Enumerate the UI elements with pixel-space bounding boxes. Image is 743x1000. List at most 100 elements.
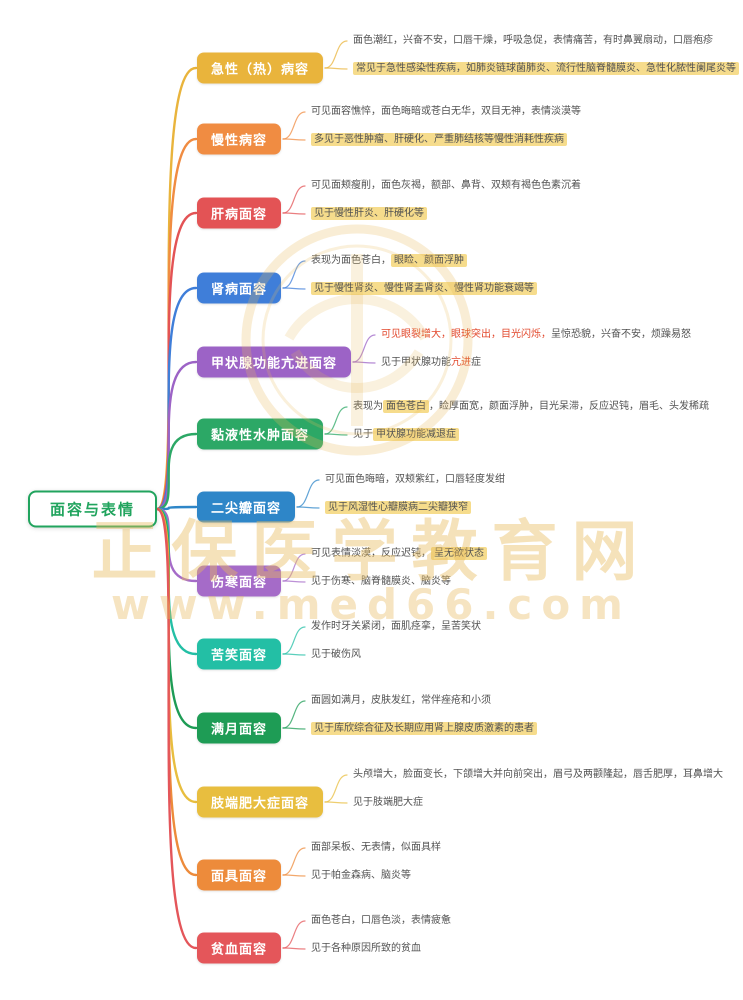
highlighted-text: 常见于急性感染性疾病，如肺炎链球菌肺炎、流行性脑脊髓膜炎、急性化脓性阑尾炎等	[353, 62, 739, 75]
branch-10-note-2[interactable]: 见于库欣综合征及长期应用肾上腺皮质激素的患者	[311, 721, 537, 737]
branch-1-note-1[interactable]: 面色潮红，兴奋不安，口唇干燥，呼吸急促，表情痛苦，有时鼻翼扇动，口唇疱疹	[353, 33, 713, 49]
branch-node-3[interactable]: 肝病面容	[197, 197, 282, 229]
highlighted-text: 见于库欣综合征及长期应用肾上腺皮质激素的患者	[311, 722, 537, 735]
branch-1-note-2[interactable]: 常见于急性感染性疾病，如肺炎链球菌肺炎、流行性脑脊髓膜炎、急性化脓性阑尾炎等	[353, 61, 739, 77]
branch-9-note-2[interactable]: 见于破伤风	[311, 647, 361, 663]
note-connector	[282, 653, 306, 656]
branch-node-13[interactable]: 贫血面容	[197, 932, 282, 964]
branch-node-9[interactable]: 苦笑面容	[197, 638, 282, 670]
branch-edge	[155, 360, 198, 511]
branch-13-note-1[interactable]: 面色苍白，口唇色淡，表情疲惫	[311, 913, 451, 929]
root-topic[interactable]: 面容与表情	[28, 490, 158, 528]
branch-3-note-2[interactable]: 见于慢性肝炎、肝硬化等	[311, 206, 427, 222]
branch-8-note-1[interactable]: 可见表情淡漠，反应迟钝，呈无欲状态	[311, 546, 487, 562]
branch-7-note-2[interactable]: 见于风湿性心瓣膜病二尖瓣狭窄	[325, 500, 471, 516]
branch-edge	[155, 507, 198, 656]
branch-edge	[155, 507, 198, 583]
branch-10-note-1[interactable]: 面圆如满月，皮肤发红，常伴痤疮和小须	[311, 693, 491, 709]
highlighted-text: 见于慢性肝炎、肝硬化等	[311, 207, 427, 220]
branch-node-6[interactable]: 黏液性水肿面容	[197, 418, 324, 450]
note-connector	[324, 801, 348, 804]
note-text: 见于帕金森病、脑炎等	[311, 870, 411, 881]
note-text: 头颅增大，脸面变长，下颌增大并向前突出，眉弓及两颧隆起，唇舌肥厚，耳鼻增大	[353, 769, 723, 780]
branch-12-note-2[interactable]: 见于帕金森病、脑炎等	[311, 868, 411, 884]
branch-2-note-2[interactable]: 多见于恶性肿瘤、肝硬化、严重肺结核等慢性消耗性疾病	[311, 132, 567, 148]
branch-5-note-1[interactable]: 可见眼裂增大，眼球突出，目光闪烁，呈惊恐貌，兴奋不安，烦躁易怒	[381, 327, 691, 343]
note-connector	[352, 361, 376, 364]
branch-2-note-1[interactable]: 可见面容憔悴，面色晦暗或苍白无华，双目无神，表情淡漠等	[311, 104, 581, 120]
note-text: 见于各种原因所致的贫血	[311, 943, 421, 954]
branch-12-note-1[interactable]: 面部呆板、无表情，似面具样	[311, 840, 441, 856]
branch-13-note-2[interactable]: 见于各种原因所致的贫血	[311, 941, 421, 957]
note-connector	[282, 700, 306, 729]
note-connector	[282, 727, 306, 730]
note-connector	[324, 67, 348, 70]
highlighted-text: 见于风湿性心瓣膜病二尖瓣狭窄	[325, 501, 471, 514]
note-connector	[282, 138, 306, 141]
branch-edge	[155, 507, 198, 730]
note-connector	[282, 212, 306, 215]
highlighted-text: 呈无欲状态	[431, 547, 487, 560]
highlighted-text: 多见于恶性肿瘤、肝硬化、严重肺结核等慢性消耗性疾病	[311, 133, 567, 146]
note-text: 面部呆板、无表情，似面具样	[311, 842, 441, 853]
note-text: 见于破伤风	[311, 649, 361, 660]
branch-edge	[155, 507, 198, 804]
branch-node-12[interactable]: 面具面容	[197, 859, 282, 891]
branch-edge	[155, 137, 198, 511]
note-connector	[324, 40, 348, 69]
note-connector	[282, 185, 306, 214]
branch-node-2[interactable]: 慢性病容	[197, 123, 282, 155]
branch-11-note-2[interactable]: 见于肢端肥大症	[353, 795, 423, 811]
note-connector	[282, 580, 306, 583]
highlighted-text: 见于慢性肾炎、慢性肾盂肾炎、慢性肾功能衰竭等	[311, 282, 537, 295]
branch-11-note-1[interactable]: 头颅增大，脸面变长，下颌增大并向前突出，眉弓及两颧隆起，唇舌肥厚，耳鼻增大	[353, 767, 723, 783]
note-connector	[282, 111, 306, 140]
note-text: 可见面颊瘦削，面色灰褐，额部、鼻背、双颊有褐色色素沉着	[311, 180, 581, 191]
note-text: 发作时牙关紧闭，面肌痉挛，呈苦笑状	[311, 621, 481, 632]
note-connector	[324, 774, 348, 803]
highlighted-text: 眼睑、颜面浮肿	[391, 254, 467, 267]
branch-edge	[155, 286, 198, 511]
note-text: 面色苍白，口唇色淡，表情疲惫	[311, 915, 451, 926]
branch-edge	[155, 507, 198, 877]
branch-5-note-2[interactable]: 见于甲状腺功能亢进症	[381, 355, 481, 371]
note-text: 可见表情淡漠，反应迟钝，	[311, 548, 431, 559]
note-connector	[352, 334, 376, 363]
branch-node-1[interactable]: 急性（热）病容	[197, 52, 324, 84]
note-text: 见于	[353, 429, 373, 440]
branch-9-note-1[interactable]: 发作时牙关紧闭，面肌痉挛，呈苦笑状	[311, 619, 481, 635]
note-connector	[282, 553, 306, 582]
branch-6-note-1[interactable]: 表现为面色苍白，睑厚面宽，颜面浮肿，目光呆滞，反应迟钝，眉毛、头发稀疏	[353, 399, 709, 415]
highlighted-text: 面色苍白	[383, 400, 429, 413]
note-text: 可见面容憔悴，面色晦暗或苍白无华，双目无神，表情淡漠等	[311, 106, 581, 117]
branch-node-5[interactable]: 甲状腺功能亢进面容	[197, 346, 352, 378]
note-connector	[282, 260, 306, 289]
note-connector	[282, 626, 306, 655]
branch-node-8[interactable]: 伤寒面容	[197, 565, 282, 597]
branch-node-4[interactable]: 肾病面容	[197, 272, 282, 304]
note-text: 呈惊恐貌，兴奋不安，烦躁易怒	[551, 329, 691, 340]
branch-node-10[interactable]: 满月面容	[197, 712, 282, 744]
note-text: 见于伤寒、脑脊髓膜炎、脑炎等	[311, 576, 451, 587]
branch-7-note-1[interactable]: 可见面色晦暗，双颊紫红，口唇轻度发绀	[325, 472, 505, 488]
branch-node-7[interactable]: 二尖瓣面容	[197, 491, 296, 523]
note-text: 可见面色晦暗，双颊紫红，口唇轻度发绀	[325, 474, 505, 485]
note-connector	[282, 847, 306, 876]
branch-4-note-1[interactable]: 表现为面色苍白，眼睑、颜面浮肿	[311, 253, 467, 269]
emphasis-text: 可见眼裂增大，眼球突出，目光闪烁，	[381, 329, 551, 340]
note-connector	[324, 433, 348, 436]
branch-edge	[155, 507, 198, 950]
branch-edge	[155, 66, 198, 511]
note-text: 表现为	[353, 401, 383, 412]
branch-node-11[interactable]: 肢端肥大症面容	[197, 786, 324, 818]
branch-6-note-2[interactable]: 见于甲状腺功能减退症	[353, 427, 459, 443]
note-connector	[282, 947, 306, 950]
branch-8-note-2[interactable]: 见于伤寒、脑脊髓膜炎、脑炎等	[311, 574, 451, 590]
note-text: 症	[471, 357, 481, 368]
note-text: 面圆如满月，皮肤发红，常伴痤疮和小须	[311, 695, 491, 706]
emphasis-text: 亢进	[451, 357, 471, 368]
note-text: 面色潮红，兴奋不安，口唇干燥，呼吸急促，表情痛苦，有时鼻翼扇动，口唇疱疹	[353, 35, 713, 46]
branch-4-note-2[interactable]: 见于慢性肾炎、慢性肾盂肾炎、慢性肾功能衰竭等	[311, 281, 537, 297]
branch-3-note-1[interactable]: 可见面颊瘦削，面色灰褐，额部、鼻背、双颊有褐色色素沉着	[311, 178, 581, 194]
